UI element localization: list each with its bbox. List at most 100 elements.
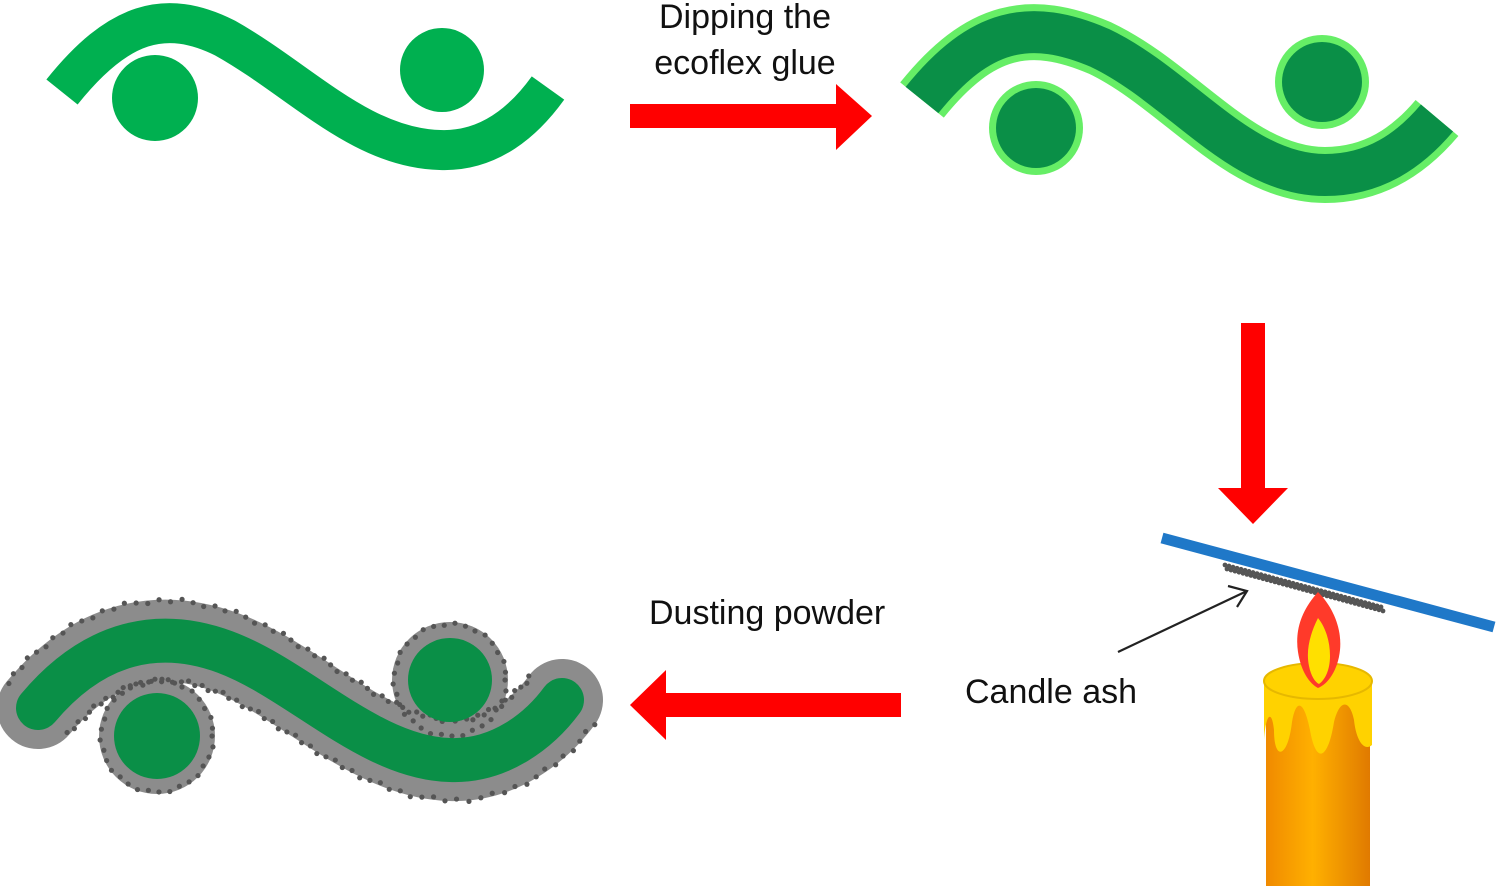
soot-particle [1350,597,1356,602]
ash-particle [419,794,425,800]
soot-particle [1254,571,1260,576]
coated-fiber-bead-right [1282,42,1362,122]
ash-particle [391,670,398,676]
ash-particle [86,709,93,715]
ash-particle [91,703,97,709]
ash-particle [99,608,105,614]
ash-particle [159,676,165,682]
ash-particle [502,669,509,675]
ash-particle [460,732,466,739]
ash-particle [117,774,123,780]
ash-particle [295,644,301,650]
ash-fiber-bead-right [408,638,492,722]
ash-particle [314,750,320,757]
ash-particle [156,789,162,795]
ash-particle [323,754,329,760]
ash-particle [489,790,495,796]
ash-particle [395,660,401,666]
plate [1160,532,1496,633]
ash-fiber-band [16,618,584,783]
ash-particle [305,646,311,652]
ash-particle [499,698,505,704]
ash-particle [327,662,334,668]
ash-particle [189,688,195,694]
soot-particle [1286,579,1292,585]
soot-particle [1378,604,1384,610]
ash-particle [104,757,110,764]
ash-particle [407,794,413,800]
ash-particle [592,722,598,728]
ash-particle [357,775,363,781]
soot-particle [1334,592,1340,598]
coated-fiber-bead-left [996,88,1076,168]
ash-particle [108,767,115,773]
ash-particle [138,679,144,686]
ash-particle [493,707,499,713]
ash-particle [472,628,478,634]
ash-particle [358,679,364,685]
soot-particle [1266,574,1272,580]
ash-particle [524,680,530,686]
ash-particle [64,729,70,736]
soot-particle [1238,566,1244,572]
ash-particle [280,630,287,636]
ash-particle [186,678,192,684]
ash-particle [349,677,356,683]
ash-particle [97,737,103,743]
ash-particle [82,715,89,722]
ash-particle [364,685,371,691]
ash-particle [462,623,469,629]
soot-particle [1342,594,1348,600]
soot-particle [1314,587,1320,593]
ash-particle [270,718,276,725]
ash-particle [6,680,12,687]
ash-particle [71,726,77,732]
ash-particle [111,606,117,612]
ash-particle [200,763,206,769]
soot-particle [1380,608,1386,614]
ash-particle [111,697,117,703]
ash-particle [115,689,121,695]
ash-particle [261,715,267,722]
soot-particle [1298,583,1304,588]
ash-particle [321,655,327,661]
soot-particle [1226,563,1232,569]
ash-particle [386,786,392,792]
ash-particle [133,681,139,687]
ash-particle [169,679,176,685]
ash-particle [284,729,290,735]
ash-particle [385,698,391,705]
soot-layer [1222,562,1386,614]
ash-particle [479,723,485,729]
soot-particle [1326,590,1332,596]
ash-particle [201,603,207,610]
ash-particle [120,684,126,691]
soot-particle [1262,573,1268,579]
ash-particle [499,703,505,709]
ash-particle [478,795,484,801]
ash-particle [412,634,418,640]
soot-particle [1362,600,1368,606]
soot-particle [1222,562,1228,568]
fiber-plain-band [46,3,565,171]
ash-particle [438,731,444,737]
ash-particle [404,641,410,647]
candle-drip [1264,680,1372,754]
ash-particle [98,726,105,732]
coated-fiber-band [905,11,1454,197]
ash-particle [19,664,25,671]
ash-particle [209,733,215,739]
ash-particle [104,705,110,711]
ash-particles [6,596,598,804]
ash-particle [349,767,355,774]
label-dipping-line2: ecoflex glue [654,44,836,82]
ash-particle [205,687,211,694]
fiber-ecoflex-coated [900,4,1459,204]
ash-particle [190,600,196,606]
soot-particle [1310,586,1316,592]
ash-particle [192,682,198,689]
ash-particle [247,706,253,712]
ash-particle [420,713,426,719]
ash-particle [101,747,107,753]
